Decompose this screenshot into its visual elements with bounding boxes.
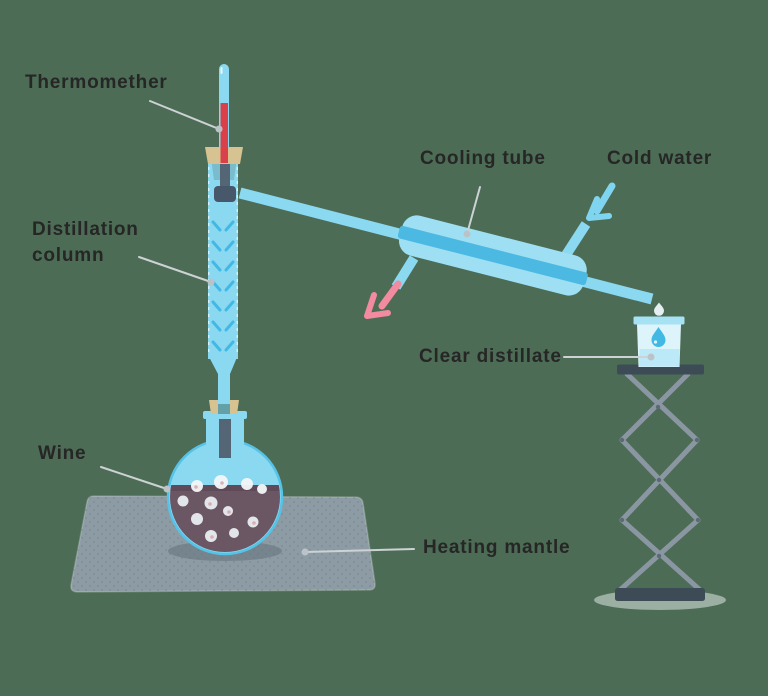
column-edge-dashes (207, 160, 239, 356)
distillation-column (207, 156, 239, 404)
label-distillation-line2: column (32, 245, 105, 266)
drop-icon-highlight (653, 340, 658, 344)
label-cold-water: Cold water (607, 148, 713, 169)
water-inlet-arm (561, 221, 591, 258)
water-out-arrow-icon (364, 280, 402, 319)
condenser-assembly (238, 187, 654, 305)
label-heating-mantle: Heating mantle (423, 537, 571, 558)
heating-mantle-pointer (304, 548, 415, 553)
label-distillation-line1: Distillation (32, 219, 139, 240)
column-taper (208, 355, 238, 404)
beaker-rim (633, 316, 685, 325)
distillate-beaker (633, 316, 685, 367)
flask (166, 400, 284, 556)
stand-base (615, 588, 705, 601)
cooling-tube-body (397, 215, 588, 296)
falling-drop-icon (654, 302, 664, 316)
thermometer-bulb (214, 186, 236, 202)
label-clear-distillate: Clear distillate (419, 346, 562, 367)
cold-water-arrow-icon (586, 182, 616, 221)
label-cooling-tube: Cooling tube (420, 148, 546, 169)
column-pointer (138, 256, 212, 283)
wine-pointer (100, 466, 168, 490)
label-wine: Wine (38, 443, 87, 464)
thermometer-highlight (220, 67, 223, 74)
label-distillation-column: Distillation column (32, 217, 139, 269)
neck-inner-tube (219, 414, 231, 458)
lab-jack-stand (594, 364, 726, 610)
thermometer (205, 64, 243, 164)
thermometer-pointer (149, 100, 220, 130)
pointer-lines (100, 100, 652, 553)
thermometer-stem (220, 158, 230, 188)
bubble-speckles (194, 481, 256, 539)
column-chevrons (211, 220, 235, 352)
pointer-dots (163, 125, 655, 556)
beaker-liquid (639, 349, 680, 367)
thermometer-mercury (220, 103, 228, 163)
leg-pins (619, 404, 701, 559)
cooling-tube-pointer (466, 186, 481, 235)
label-thermometer: Thermomether (25, 72, 168, 93)
